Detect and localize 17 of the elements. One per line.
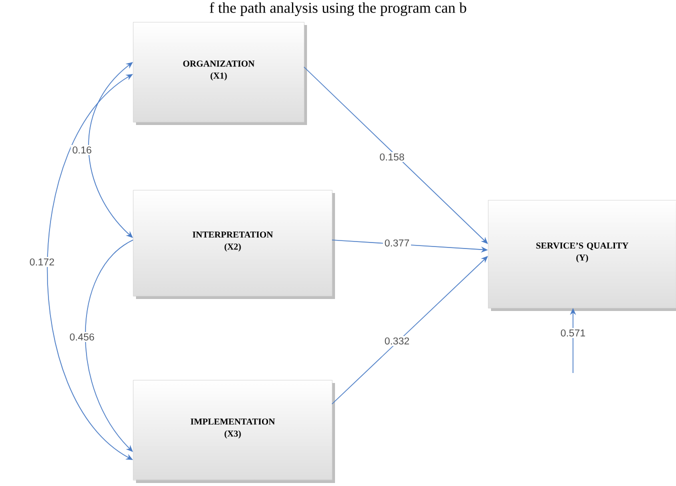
edge-label: 0.332	[383, 336, 412, 346]
running-text: f the path analysis using the program can b	[210, 2, 466, 16]
arrow	[332, 256, 488, 404]
edge-label: 0.158	[378, 152, 406, 162]
arrow	[46, 74, 133, 460]
edge-label: 0.172	[28, 256, 56, 268]
edge-label: 0.16	[70, 144, 94, 156]
variable-box: IMPLEMENTATION (X3)	[133, 380, 335, 483]
edge-label: 0.456	[68, 332, 96, 342]
arrow	[84, 240, 134, 452]
variable-box: ORGANIZATION (X1)	[133, 22, 307, 125]
arrow	[88, 62, 133, 238]
arrow	[304, 66, 488, 244]
variable-box: INTERPRETATION (X2)	[133, 190, 335, 299]
edge-label: 0.377	[383, 238, 412, 248]
variable-box: SERVICE’S QUALITY (Y)	[488, 200, 676, 311]
edge-label: 0.571	[559, 328, 588, 338]
